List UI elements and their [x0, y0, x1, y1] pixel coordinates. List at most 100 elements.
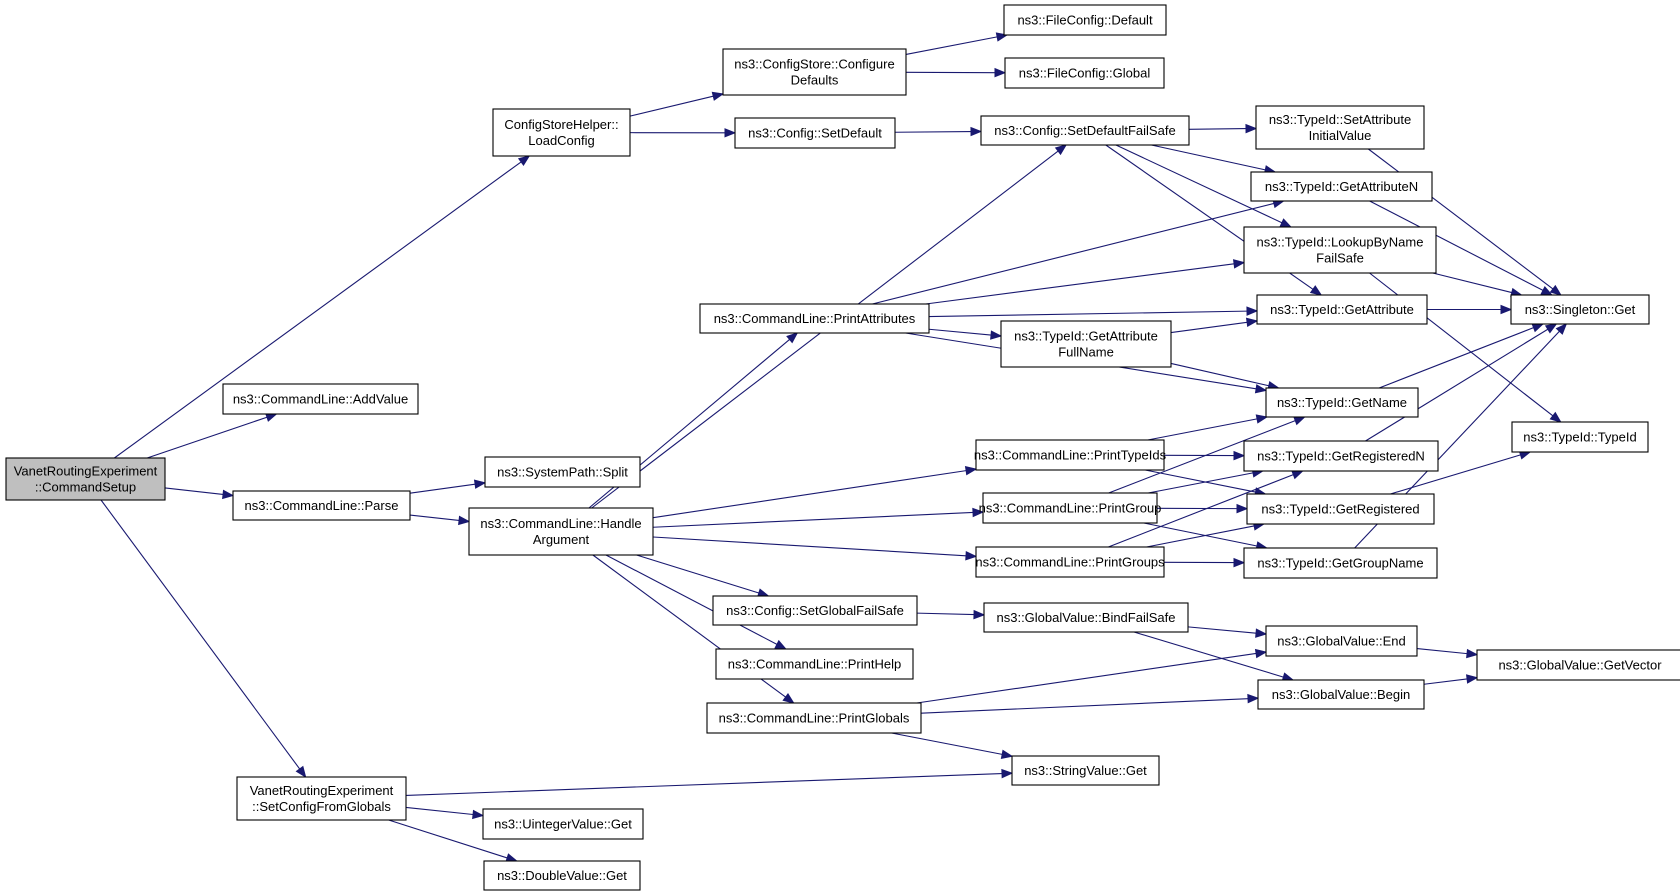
- edge-line: [409, 514, 460, 521]
- node-getattr[interactable]: ns3::TypeId::GetAttribute: [1256, 294, 1428, 325]
- node-box: [1000, 320, 1172, 368]
- edge-getattrfull-to-getname: [1170, 362, 1280, 391]
- node-box: [706, 702, 922, 734]
- node-getgroupname[interactable]: ns3::TypeId::GetGroupName: [1243, 547, 1438, 579]
- node-cfgsetdef[interactable]: ns3::Config::SetDefault: [734, 117, 896, 149]
- node-label: ns3::FileConfig::Global: [1019, 65, 1151, 80]
- node-getattrn[interactable]: ns3::TypeId::GetAttributeN: [1250, 171, 1433, 202]
- edge-setdeffs-to-setattrinit: [1188, 123, 1258, 134]
- node-label: FullName: [1058, 344, 1114, 359]
- node-box: [722, 48, 907, 96]
- arrowhead-icon: [1232, 259, 1246, 269]
- node-strget[interactable]: ns3::StringValue::Get: [1011, 755, 1160, 786]
- edge-line: [916, 652, 1257, 704]
- node-gvbegin[interactable]: ns3::GlobalValue::Begin: [1257, 679, 1425, 710]
- node-box: [1265, 625, 1418, 657]
- edge-getattrfull-to-getattr: [1170, 317, 1259, 334]
- node-printattrs[interactable]: ns3::CommandLine::PrintAttributes: [699, 303, 930, 334]
- node-getname[interactable]: ns3::TypeId::GetName: [1265, 387, 1419, 418]
- node-setglobfs[interactable]: ns3::Config::SetGlobalFailSafe: [712, 595, 918, 626]
- node-cmdsetup[interactable]: VanetRoutingExperiment::CommandSetup: [5, 457, 166, 501]
- node-box: [1510, 294, 1650, 325]
- node-box: [1243, 547, 1438, 579]
- arrowhead-icon: [1500, 304, 1513, 315]
- edge-setconfig-to-uintget: [405, 806, 485, 820]
- node-label: ns3::StringValue::Get: [1024, 763, 1147, 778]
- node-label: ns3::TypeId::TypeId: [1523, 429, 1636, 444]
- node-printhelp[interactable]: ns3::CommandLine::PrintHelp: [715, 648, 914, 680]
- node-gvbindfs[interactable]: ns3::GlobalValue::BindFailSafe: [983, 602, 1189, 633]
- arrowhead-icon: [786, 332, 799, 344]
- node-box: [1003, 4, 1167, 36]
- edge-line: [147, 416, 268, 459]
- arrowhead-icon: [1293, 416, 1306, 426]
- node-gvend[interactable]: ns3::GlobalValue::End: [1265, 625, 1418, 657]
- arrowhead-icon: [1555, 323, 1568, 335]
- node-printtypeids[interactable]: ns3::CommandLine::PrintTypeIds: [974, 439, 1167, 471]
- node-setdeffs[interactable]: ns3::Config::SetDefaultFailSafe: [980, 115, 1190, 146]
- node-label: ns3::GlobalValue::GetVector: [1498, 657, 1662, 672]
- edge-gvend-to-gvgetvec: [1416, 648, 1479, 659]
- edge-line: [1170, 321, 1248, 334]
- arrowhead-icon: [782, 692, 795, 704]
- node-label: ns3::ConfigStore::Configure: [734, 56, 894, 71]
- arrowhead-icon: [1255, 414, 1269, 424]
- node-box: [975, 546, 1165, 578]
- edge-printtypeids-to-getregn: [1163, 450, 1246, 461]
- edge-getregn-to-singleton: [1365, 323, 1558, 442]
- arrowhead-icon: [1466, 648, 1479, 659]
- arrowhead-icon: [517, 155, 531, 167]
- node-parse[interactable]: ns3::CommandLine::Parse: [232, 490, 411, 521]
- node-printgroups[interactable]: ns3::CommandLine::PrintGroups: [975, 546, 1165, 578]
- edge-line: [1365, 328, 1549, 442]
- arrowhead-icon: [1254, 384, 1268, 394]
- node-fcdefault[interactable]: ns3::FileConfig::Default: [1003, 4, 1167, 36]
- edge-line: [925, 263, 1235, 305]
- arrowhead-icon: [1279, 218, 1293, 228]
- edge-line: [1147, 418, 1258, 441]
- node-box: [983, 602, 1189, 633]
- arrowhead-icon: [295, 765, 307, 779]
- node-box: [712, 595, 918, 626]
- arrowhead-icon: [264, 412, 278, 422]
- edge-handlearg-to-printgroups: [652, 536, 978, 561]
- edge-cmdsetup-to-setconfig: [100, 499, 307, 779]
- arrowhead-icon: [1245, 123, 1258, 134]
- arrowhead-icon: [1000, 749, 1014, 759]
- node-singleton[interactable]: ns3::Singleton::Get: [1510, 294, 1650, 325]
- node-fcglobal[interactable]: ns3::FileConfig::Global: [1004, 57, 1165, 89]
- arrowhead-icon: [972, 507, 985, 518]
- edge-line: [905, 36, 998, 55]
- node-getregn[interactable]: ns3::TypeId::GetRegisteredN: [1243, 440, 1439, 472]
- node-getreg[interactable]: ns3::TypeId::GetRegistered: [1246, 493, 1435, 525]
- node-printglobals[interactable]: ns3::CommandLine::PrintGlobals: [706, 702, 922, 734]
- node-gvgetvec[interactable]: ns3::GlobalValue::GetVector: [1476, 649, 1680, 681]
- node-split[interactable]: ns3::SystemPath::Split: [484, 456, 641, 488]
- node-box: [980, 115, 1190, 146]
- node-dblget[interactable]: ns3::DoubleValue::Get: [483, 860, 641, 891]
- node-label: ns3::TypeId::SetAttribute: [1269, 112, 1411, 127]
- node-setconfig[interactable]: VanetRoutingExperiment::SetConfigFromGlo…: [236, 776, 407, 821]
- node-loadconfig[interactable]: ConfigStoreHelper::LoadConfig: [492, 108, 631, 157]
- edge-line: [1170, 362, 1269, 387]
- edge-line: [1187, 626, 1257, 634]
- node-label: ns3::SystemPath::Split: [497, 464, 628, 479]
- arrowhead-icon: [1255, 628, 1268, 638]
- arrowhead-icon: [1465, 674, 1479, 684]
- edge-line: [1148, 472, 1254, 494]
- node-printgroup[interactable]: ns3::CommandLine::PrintGroup: [979, 492, 1162, 524]
- node-typeid[interactable]: ns3::TypeId::TypeId: [1511, 421, 1649, 453]
- edge-setglobfs-to-gvbindfs: [916, 609, 986, 620]
- edge-handlearg-to-printgroup: [652, 507, 985, 528]
- arrowhead-icon: [965, 551, 978, 561]
- node-uintget[interactable]: ns3::UintegerValue::Get: [482, 808, 644, 840]
- nodes-layer: VanetRoutingExperiment::CommandSetupns3:…: [5, 4, 1680, 891]
- node-label: Argument: [533, 532, 590, 547]
- edge-printglobals-to-gvbegin: [920, 693, 1260, 714]
- node-addvalue[interactable]: ns3::CommandLine::AddValue: [222, 383, 419, 415]
